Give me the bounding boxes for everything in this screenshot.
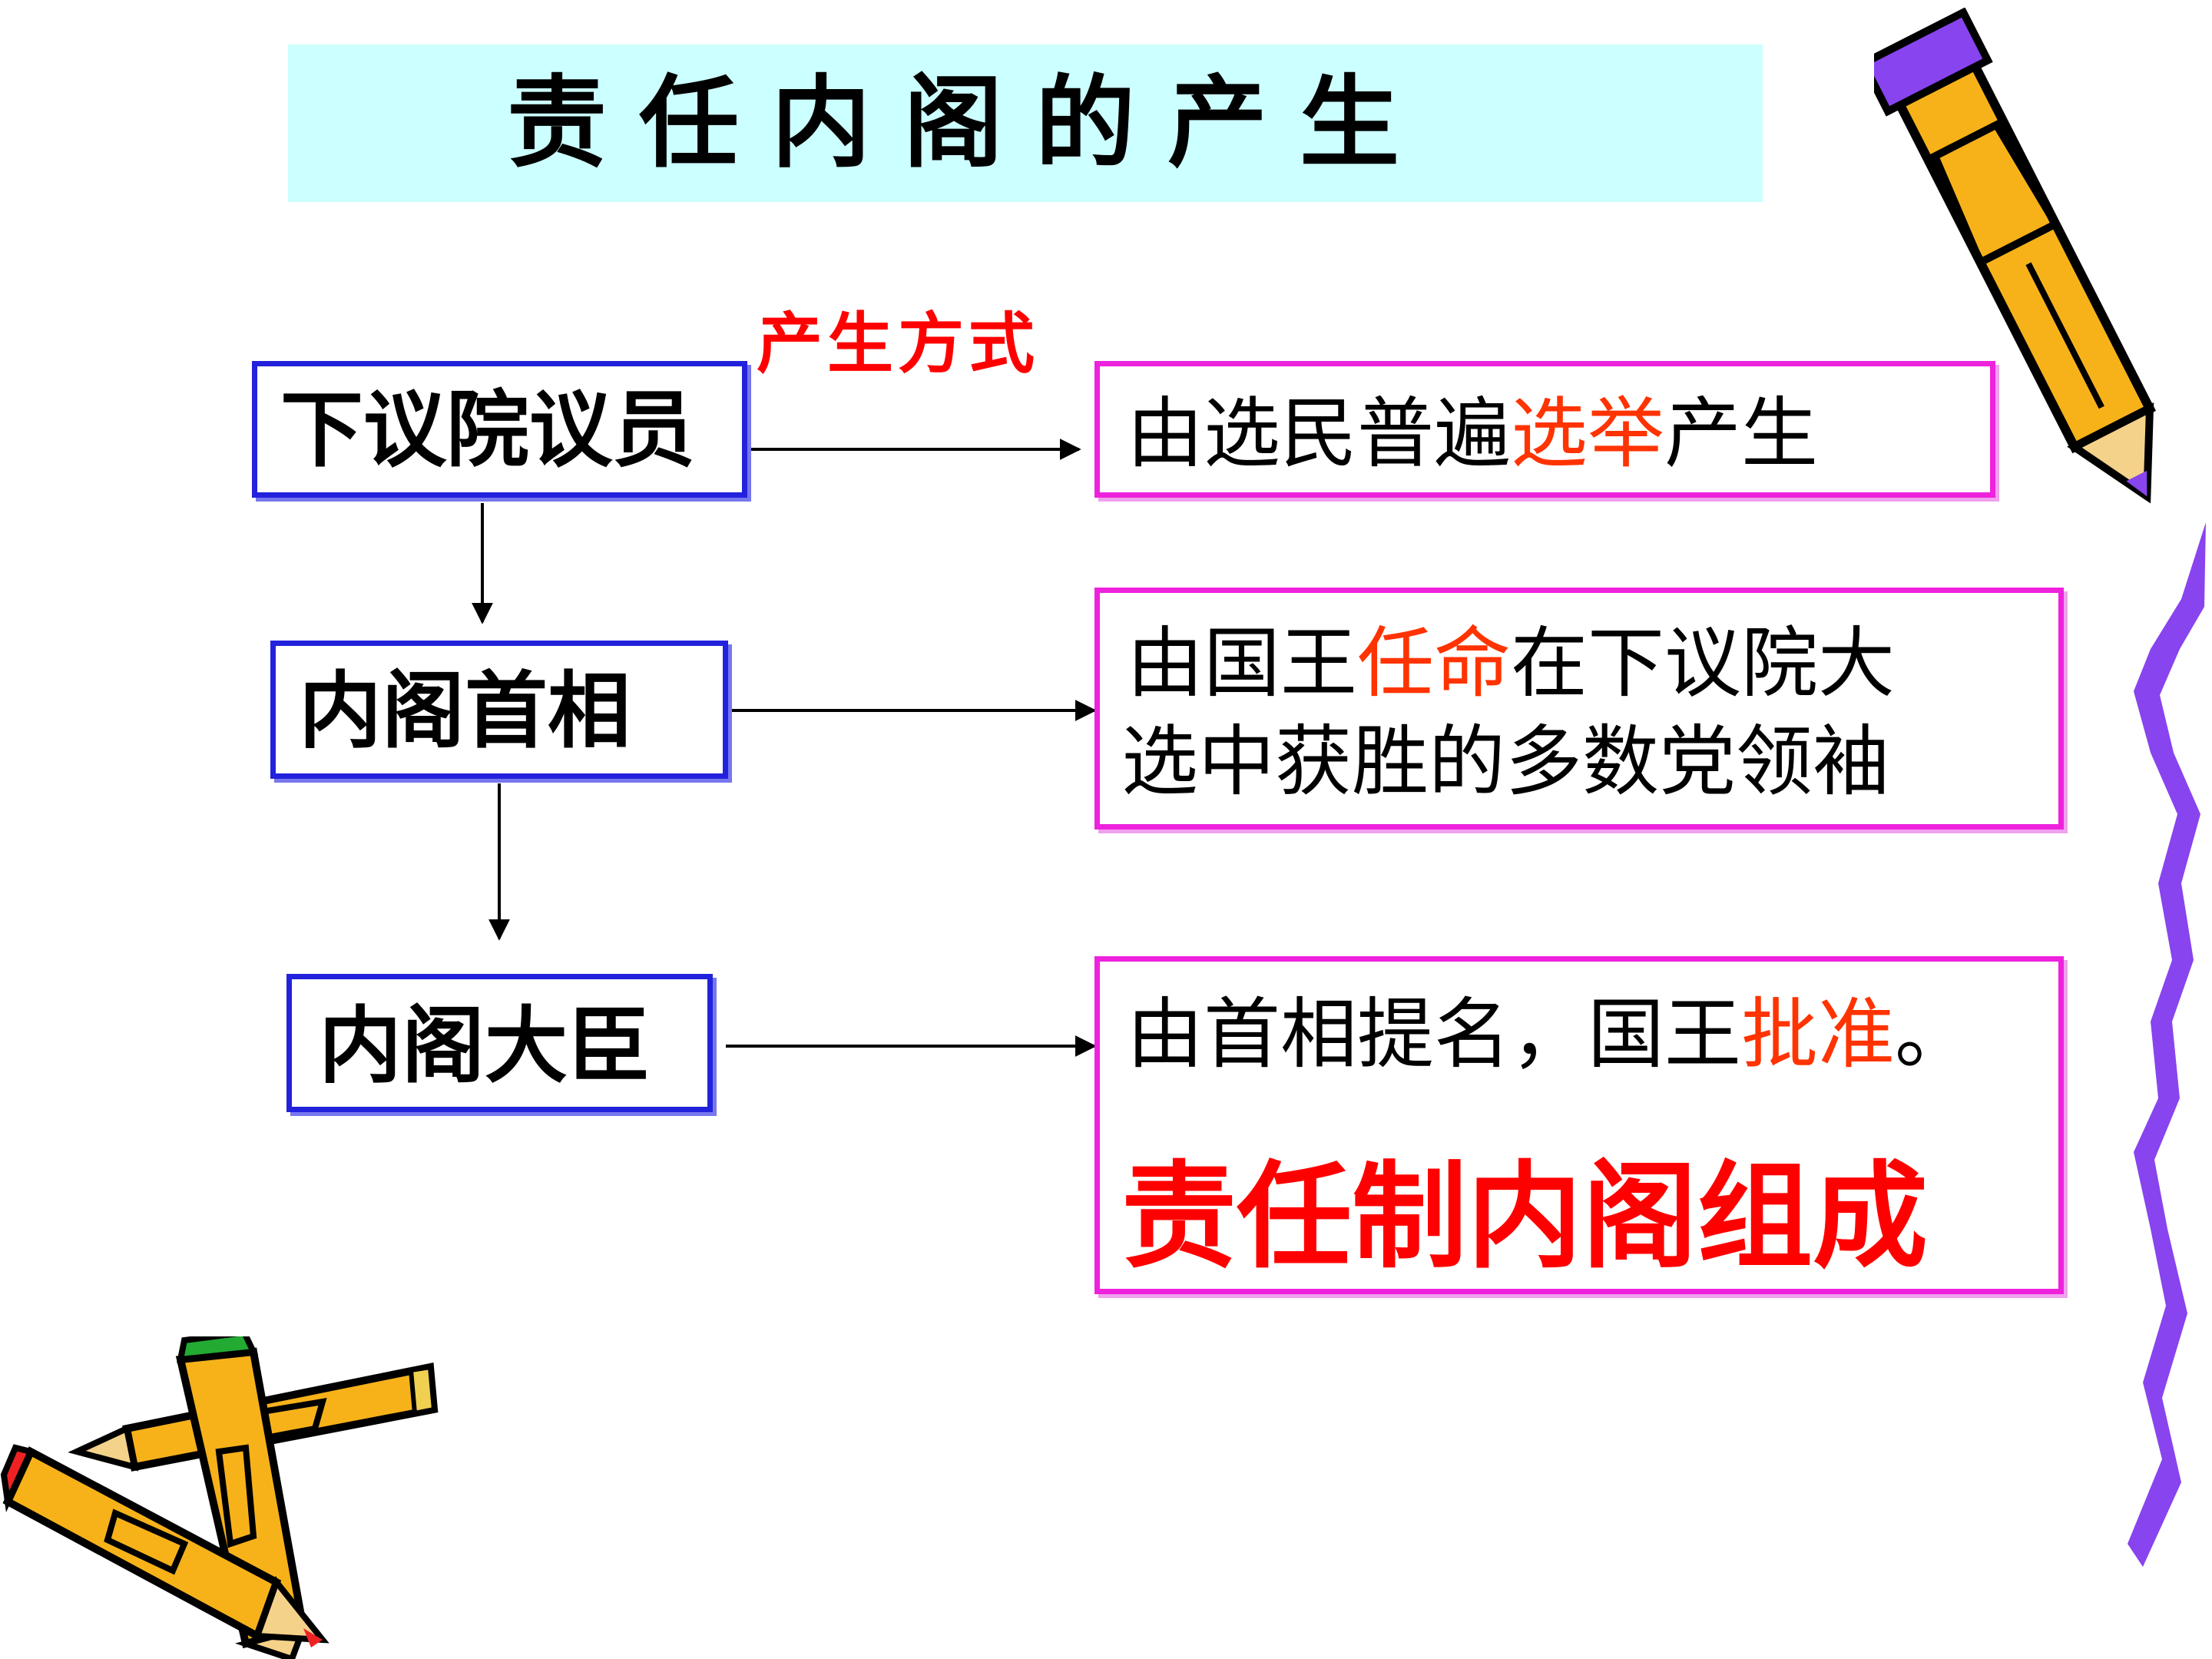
box-label: 内阁大臣 xyxy=(319,998,651,1094)
row3-pre: 由首相提名，国王 xyxy=(1127,989,1741,1079)
pencils-group xyxy=(0,1336,439,1659)
row2-line2: 选中获胜的多数党领袖 xyxy=(1121,717,1889,806)
box-election: 由选民普遍选举产生 xyxy=(1094,361,1995,498)
row3-post: 。 xyxy=(1895,989,1972,1079)
box-house-members: 下议院议员 xyxy=(252,361,747,498)
box-cabinet-ministers: 内阁大臣 xyxy=(286,974,713,1112)
row3-text: 由首相提名，国王批准。 xyxy=(1127,996,1972,1073)
method-label: 产生方式 xyxy=(757,305,1039,382)
pencil-icon xyxy=(0,1444,329,1647)
box-approval: 由首相提名，国王批准。 责任制内阁组成 xyxy=(1094,956,2064,1294)
row2-highlight: 任命 xyxy=(1357,618,1511,708)
row3-highlight: 批准 xyxy=(1741,989,1895,1079)
box-label: 下议院议员 xyxy=(280,382,696,478)
row1-highlight: 选举 xyxy=(1511,389,1664,478)
box-label: 内阁首相 xyxy=(299,664,631,760)
row2-line1: 由国王任命在下议院大 xyxy=(1127,625,1895,702)
box-prime-minister: 内阁首相 xyxy=(270,641,728,779)
row2-post: 在下议院大 xyxy=(1511,618,1895,708)
row1-text: 由选民普遍选举产生 xyxy=(1127,396,1818,472)
title-bar xyxy=(288,45,1763,202)
row1-post: 产生 xyxy=(1664,389,1818,478)
pencil-icon xyxy=(1874,8,2157,504)
row1-pre: 由选民普遍 xyxy=(1127,389,1511,478)
conclusion-text: 责任制内阁组成 xyxy=(1121,1151,1929,1284)
page-title: 责任内阁的产生 xyxy=(507,64,1432,181)
row2-pre: 由国王 xyxy=(1127,618,1357,708)
box-appointment: 由国王任命在下议院大 选中获胜的多数党领袖 xyxy=(1094,588,2064,830)
